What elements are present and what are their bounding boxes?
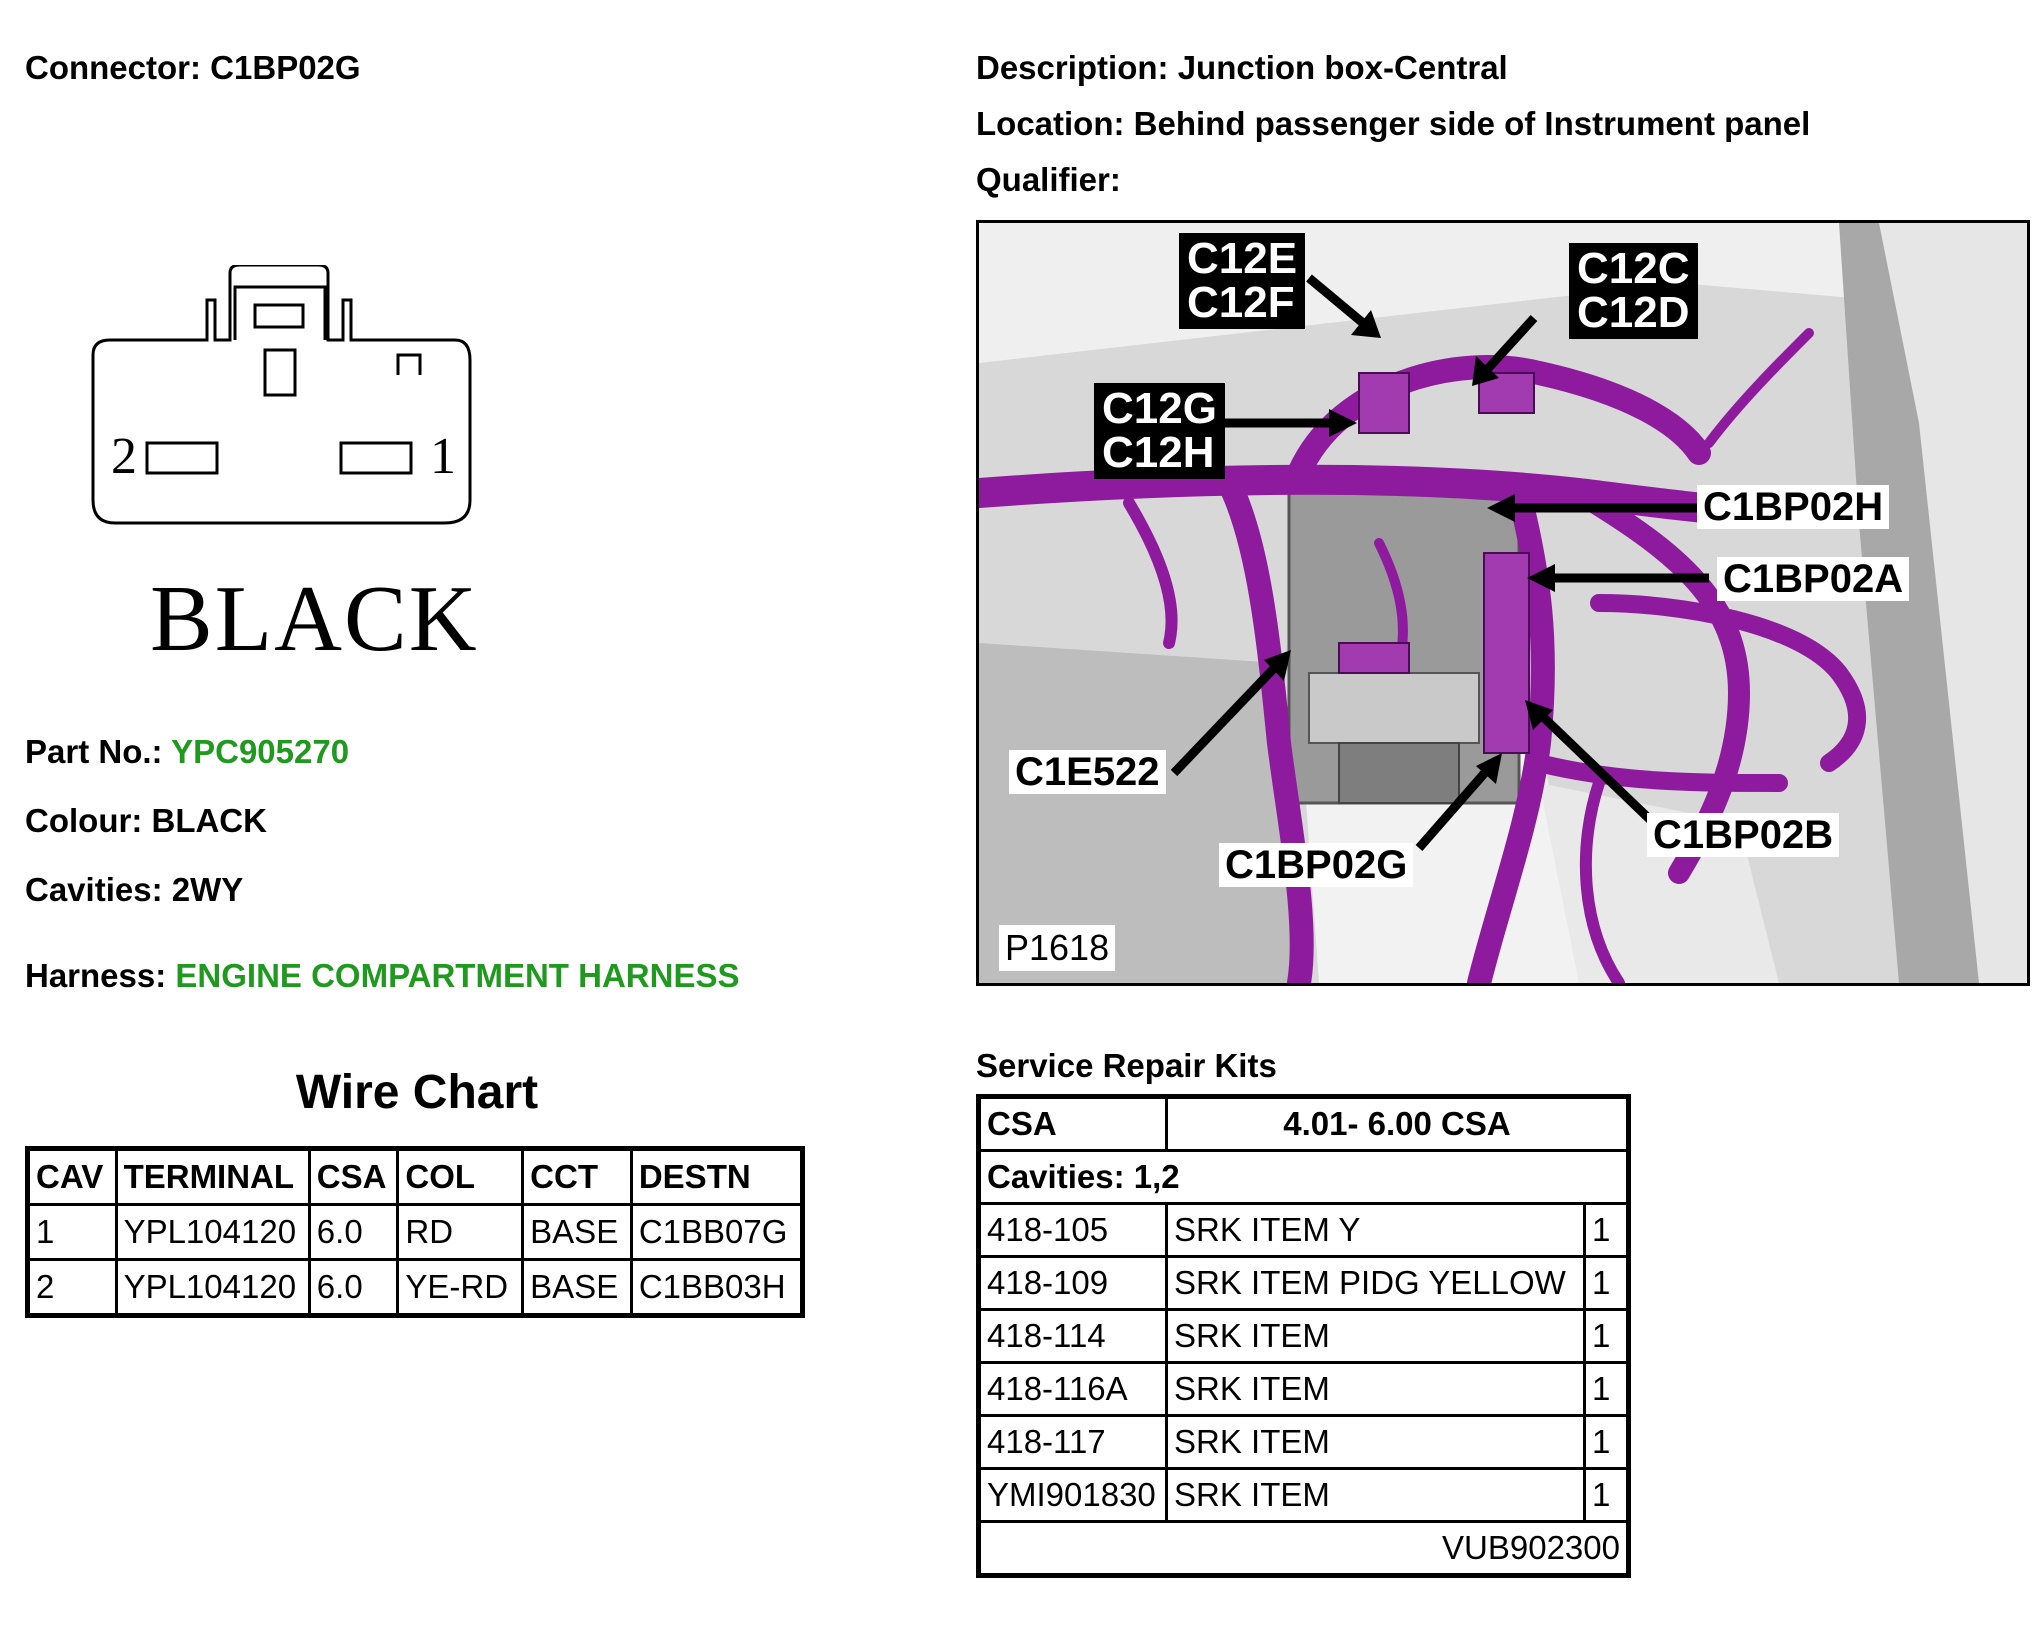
csa-row: CSA 4.01- 6.00 CSA [977,1095,1630,1152]
kit-part-number: 418-105 [977,1202,1168,1258]
header-col: COL [396,1147,525,1206]
callout-c1bp02b: C1BP02B [1647,813,1840,857]
callout-c12g-c12h: C12G C12H [1094,383,1225,479]
table-header-row: CAV TERMINAL CSA COL CCT DESTN [26,1147,805,1206]
header-destn: DESTN [629,1147,805,1206]
kit-quantity: 1 [1583,1308,1630,1364]
cavities-row: Cavities: 1,2 [977,1149,1630,1205]
header-cav: CAV [26,1147,118,1206]
csa-label: CSA [977,1095,1168,1152]
kit-part-number: 418-114 [977,1308,1168,1364]
kit-quantity: 1 [1583,1255,1630,1311]
csa-value: 4.01- 6.00 CSA [1165,1095,1630,1152]
connector-color-label: BLACK [150,567,479,671]
cell-csa: 6.0 [307,1258,400,1317]
table-row: 1 YPL104120 6.0 RD BASE C1BB07G [26,1203,805,1261]
pin-2-label: 2 [111,428,137,485]
callout-c12e-c12f: C12E C12F [1179,233,1306,329]
callout-c1e522: C1E522 [1009,750,1166,794]
harness-illustration [979,223,2027,983]
cell-cct: BASE [521,1203,633,1261]
kits-footer-row: VUB902300 [977,1520,1630,1577]
cell-cav: 1 [26,1203,118,1261]
kit-part-number: 418-117 [977,1414,1168,1470]
cell-col: RD [396,1203,525,1261]
table-row: 418-109 SRK ITEM PIDG YELLOW 1 [977,1255,1630,1311]
kits-cavities: Cavities: 1,2 [977,1149,1630,1205]
kit-description: SRK ITEM [1165,1467,1586,1523]
kit-description: SRK ITEM [1165,1414,1586,1470]
cavities-row: Cavities: 2WY [25,871,244,908]
cell-col: YE-RD [396,1258,525,1317]
qualifier-row: Qualifier: [976,161,1121,198]
cell-destn: C1BB03H [629,1258,805,1317]
table-row: 2 YPL104120 6.0 YE-RD BASE C1BB03H [26,1258,805,1317]
cell-cav: 2 [26,1258,118,1317]
cell-cct: BASE [521,1258,633,1317]
location-illustration: C12E C12F C12C C12D C12G C12H C1BP02H C1… [976,220,2030,986]
header-cct: CCT [521,1147,633,1206]
cell-terminal: YPL104120 [114,1203,311,1261]
part-number-link[interactable]: YPC905270 [171,733,350,770]
location-row: Location: Behind passenger side of Instr… [976,105,1811,142]
wire-chart-table: CAV TERMINAL CSA COL CCT DESTN 1 YPL1041… [25,1146,805,1318]
kit-description: SRK ITEM [1165,1308,1586,1364]
kit-quantity: 1 [1583,1467,1630,1523]
table-row: 418-117 SRK ITEM 1 [977,1414,1630,1470]
table-row: YMI901830 SRK ITEM 1 [977,1467,1630,1523]
kit-description: SRK ITEM Y [1165,1202,1586,1258]
callout-c12c-c12d: C12C C12D [1569,243,1698,339]
kit-description: SRK ITEM PIDG YELLOW [1165,1255,1586,1311]
connector-heading: Connector: C1BP02G [25,49,361,86]
location-value: Behind passenger side of Instrument pane… [1133,105,1811,142]
connector-face-diagram: 2 1 [91,265,472,525]
kit-quantity: 1 [1583,1414,1630,1470]
wire-chart-title: Wire Chart [295,1066,539,1119]
header-terminal: TERMINAL [114,1147,311,1206]
kits-footer-code: VUB902300 [977,1520,1630,1577]
kit-quantity: 1 [1583,1361,1630,1417]
callout-c1bp02g: C1BP02G [1219,843,1414,887]
table-row: 418-116A SRK ITEM 1 [977,1361,1630,1417]
harness-row: Harness: ENGINE COMPARTMENT HARNESS [25,957,740,994]
description-row: Description: Junction box-Central [976,49,1508,86]
kit-description: SRK ITEM [1165,1361,1586,1417]
image-reference-label: P1618 [999,925,1116,971]
service-kits-title: Service Repair Kits [976,1047,1277,1084]
callout-c1bp02h: C1BP02H [1697,485,1890,529]
kit-part-number: 418-116A [977,1361,1168,1417]
header-csa: CSA [307,1147,400,1206]
cell-destn: C1BB07G [629,1203,805,1261]
table-row: 418-114 SRK ITEM 1 [977,1308,1630,1364]
colour-value: BLACK [151,802,267,839]
kit-quantity: 1 [1583,1202,1630,1258]
pin-1-label: 1 [430,428,456,485]
callout-c1bp02a: C1BP02A [1717,557,1910,601]
cavities-value: 2WY [171,871,244,908]
kit-part-number: YMI901830 [977,1467,1168,1523]
connector-id: C1BP02G [210,49,361,86]
description-value: Junction box-Central [1177,49,1508,86]
colour-row: Colour: BLACK [25,802,267,839]
table-row: 418-105 SRK ITEM Y 1 [977,1202,1630,1258]
cell-csa: 6.0 [307,1203,400,1261]
service-kits-table: CSA 4.01- 6.00 CSA Cavities: 1,2 418-105… [976,1094,1631,1578]
part-number-row: Part No.: YPC905270 [25,733,350,770]
cell-terminal: YPL104120 [114,1258,311,1317]
harness-link[interactable]: ENGINE COMPARTMENT HARNESS [175,957,740,994]
kit-part-number: 418-109 [977,1255,1168,1311]
